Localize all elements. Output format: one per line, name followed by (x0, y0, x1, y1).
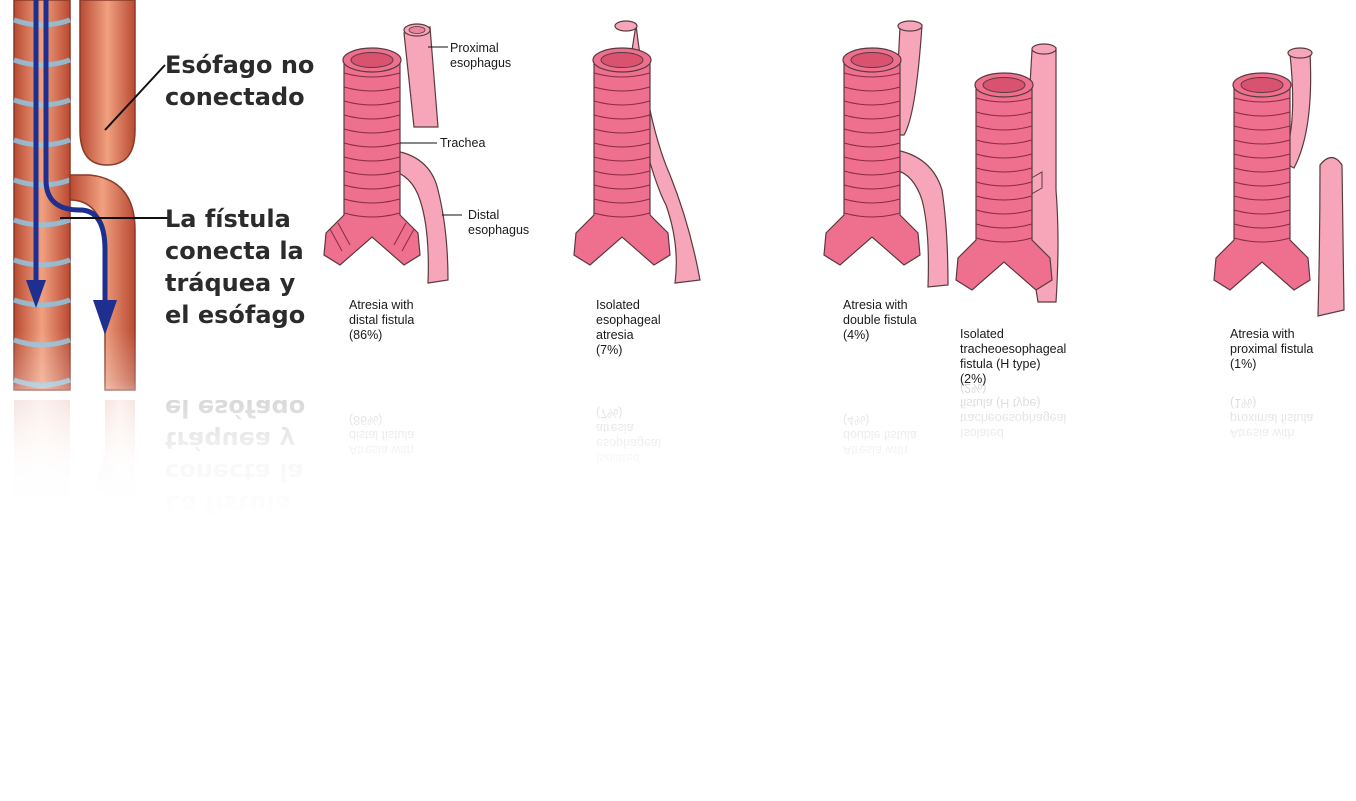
label-disconnected-esophagus: Esófago no conectado (165, 51, 315, 111)
trachea (1213, 72, 1311, 291)
variant-5-drawing (1213, 47, 1345, 317)
proximal-esophagus (1281, 51, 1312, 169)
callout-proximal-esophagus: Proximal esophagus (450, 41, 512, 70)
variant-3-drawing (823, 20, 949, 288)
reflection-caption-3: Atresia with double fistula (4%) (843, 413, 917, 457)
reflection-caption-4: Isolated tracheoesophageal fistula (H ty… (960, 381, 1067, 440)
reflection-left-label: La fístula conecta la tráquea y el esófa… (165, 400, 306, 518)
distal-esophagus (895, 149, 949, 288)
variant-4-caption: Isolated tracheoesophageal fistula (H ty… (960, 327, 1067, 386)
variant-5-caption: Atresia with proximal fistula (1%) (1230, 327, 1314, 371)
left-arrow-fistula (43, 0, 108, 305)
trachea (323, 47, 421, 266)
callout-distal-esophagus: Distal esophagus (468, 208, 530, 237)
reflection-caption-2: Isolated esophageal atresia (7%) (596, 406, 661, 465)
proximal-esophagus (403, 26, 439, 128)
reflection-caption-1: Atresia with distal fistula (86%) (349, 413, 415, 457)
reflection-caption-5: Atresia with proximal fistula (1%) (1230, 396, 1314, 440)
left-upper-esophagus (79, 0, 136, 166)
left-schematic (10, 0, 168, 530)
esophagus (627, 24, 701, 284)
variant-2-drawing (573, 20, 701, 284)
variant-1-caption: Atresia with distal fistula (86%) (349, 298, 415, 342)
variant-2-caption: Isolated esophageal atresia (7%) (596, 298, 661, 357)
distal-esophagus (1317, 156, 1345, 317)
trachea (823, 47, 921, 266)
distal-esophagus (389, 149, 449, 284)
callout-trachea: Trachea (440, 136, 486, 150)
trachea (955, 72, 1053, 291)
variant-1-drawing (323, 23, 462, 284)
label-fistula: La fístula conecta la tráquea y el esófa… (165, 205, 306, 329)
trachea (573, 47, 671, 266)
variant-4-drawing (955, 43, 1059, 303)
variant-3-caption: Atresia with double fistula (4%) (843, 298, 917, 342)
